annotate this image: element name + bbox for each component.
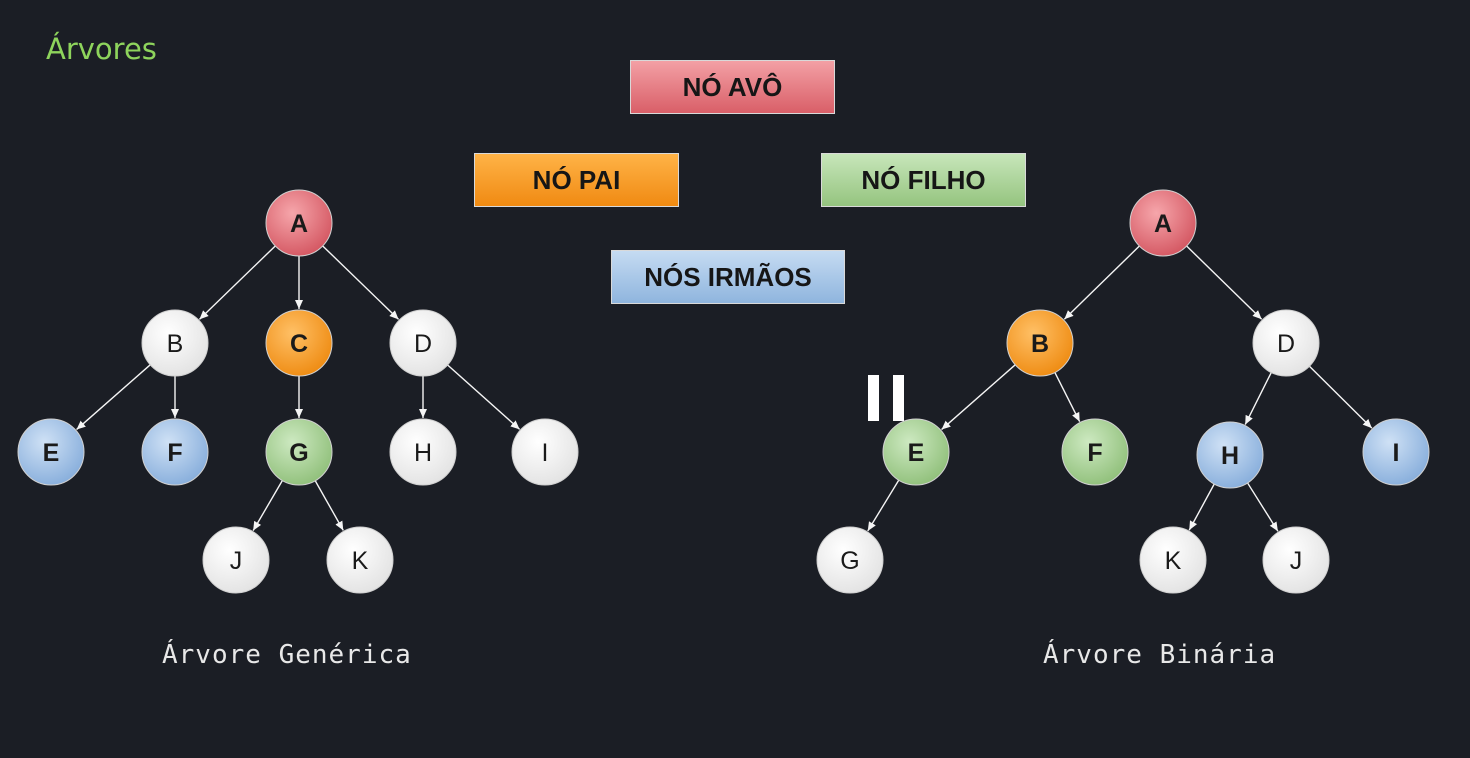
generic-node-circle-I (511, 418, 579, 486)
generic-edge-G-J (252, 480, 283, 531)
generic-node-C: C (265, 309, 333, 377)
binary-edge-D-H (1244, 372, 1272, 425)
generic-node-label-E: E (43, 439, 60, 467)
binary-node-label-D: D (1277, 330, 1295, 358)
legend-no-pai: NÓ PAI (474, 153, 679, 207)
generic-node-label-I: I (542, 439, 549, 467)
legend-nos-irmaos: NÓS IRMÃOS (611, 250, 845, 304)
binary-edge-E-G (867, 479, 900, 532)
binary-node-circle-F (1061, 418, 1129, 486)
binary-node-circle-I (1362, 418, 1430, 486)
caption-arvore-binaria: Árvore Binária (1043, 640, 1277, 670)
binary-node-B: B (1006, 309, 1074, 377)
binary-edge-D-I (1308, 365, 1373, 429)
generic-node-G: G (265, 418, 333, 486)
generic-node-circle-F (141, 418, 209, 486)
generic-node-circle-H (389, 418, 457, 486)
generic-node-E: E (17, 418, 85, 486)
binary-node-A: A (1129, 189, 1197, 257)
binary-node-F: F (1061, 418, 1129, 486)
binary-edge-B-E (941, 364, 1016, 431)
binary-node-circle-K (1139, 526, 1207, 594)
generic-node-label-C: C (290, 330, 308, 358)
binary-node-label-E: E (908, 439, 925, 467)
generic-node-label-K: K (352, 547, 369, 575)
binary-node-circle-D (1252, 309, 1320, 377)
binary-node-label-F: F (1087, 439, 1102, 467)
binary-node-circle-A (1129, 189, 1197, 257)
binary-edge-A-B (1063, 245, 1140, 320)
slide-title: Árvores (46, 32, 157, 66)
generic-edge-D-I (447, 364, 521, 430)
binary-node-label-I: I (1393, 439, 1400, 467)
generic-node-label-G: G (289, 439, 308, 467)
generic-node-circle-E (17, 418, 85, 486)
generic-node-label-F: F (167, 439, 182, 467)
generic-node-K: K (326, 526, 394, 594)
generic-node-D: D (389, 309, 457, 377)
generic-node-F: F (141, 418, 209, 486)
legend-no-avo: NÓ AVÔ (630, 60, 835, 114)
generic-node-B: B (141, 309, 209, 377)
binary-node-label-G: G (840, 547, 859, 575)
binary-node-circle-J (1262, 526, 1330, 594)
generic-node-circle-G (265, 418, 333, 486)
binary-edge-B-F (1054, 372, 1081, 422)
legend-no-filho: NÓ FILHO (821, 153, 1026, 207)
generic-node-circle-K (326, 526, 394, 594)
generic-node-label-D: D (414, 330, 432, 358)
generic-node-circle-D (389, 309, 457, 377)
binary-node-E: E (882, 418, 950, 486)
generic-node-circle-A (265, 189, 333, 257)
generic-edge-A-B (198, 245, 276, 320)
binary-node-label-J: J (1290, 547, 1303, 575)
binary-edge-H-J (1246, 482, 1279, 532)
binary-node-label-B: B (1031, 330, 1049, 358)
generic-edge-B-E (76, 364, 151, 431)
generic-node-I: I (511, 418, 579, 486)
pause-icon[interactable] (868, 375, 906, 421)
generic-node-H: H (389, 418, 457, 486)
binary-edge-H-K (1188, 483, 1215, 531)
generic-node-A: A (265, 189, 333, 257)
generic-node-circle-C (265, 309, 333, 377)
generic-node-J: J (202, 526, 270, 594)
binary-node-K: K (1139, 526, 1207, 594)
binary-node-circle-E (882, 418, 950, 486)
binary-node-label-K: K (1165, 547, 1182, 575)
caption-arvore-generica: Árvore Genérica (162, 640, 412, 670)
generic-node-label-B: B (167, 330, 184, 358)
binary-node-G: G (816, 526, 884, 594)
generic-node-circle-B (141, 309, 209, 377)
binary-node-label-A: A (1154, 210, 1172, 238)
generic-node-label-H: H (414, 439, 432, 467)
binary-node-circle-B (1006, 309, 1074, 377)
binary-node-D: D (1252, 309, 1320, 377)
binary-node-label-H: H (1221, 442, 1239, 470)
generic-edge-A-D (322, 245, 400, 320)
binary-edge-A-D (1186, 245, 1263, 320)
generic-node-label-J: J (230, 547, 243, 575)
generic-node-label-A: A (290, 210, 308, 238)
binary-node-H: H (1196, 421, 1264, 489)
binary-node-circle-H (1196, 421, 1264, 489)
binary-node-J: J (1262, 526, 1330, 594)
generic-edge-G-K (314, 480, 344, 531)
binary-node-circle-G (816, 526, 884, 594)
generic-node-circle-J (202, 526, 270, 594)
binary-node-I: I (1362, 418, 1430, 486)
